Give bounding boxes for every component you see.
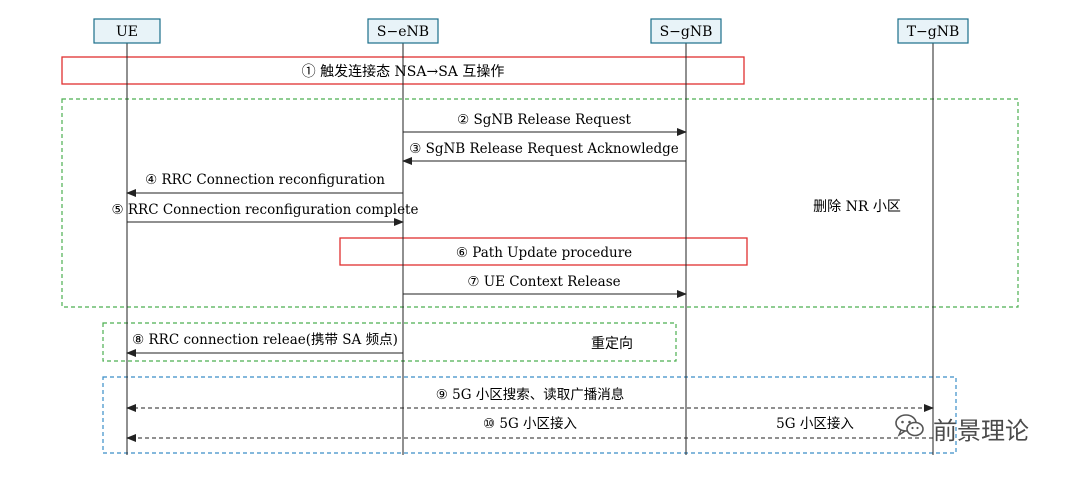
nr-release-group-box <box>61 98 1019 308</box>
redirect-label: 重定向 <box>591 336 633 352</box>
redirect-group-box <box>102 322 677 362</box>
step8-label: ⑧ RRC connection releae(携带 SA 频点) <box>132 332 398 348</box>
entity-s-gnb-label: S−gNB <box>660 24 713 40</box>
entity-t-gnb-label: T−gNB <box>907 24 960 40</box>
step6-box <box>339 237 748 266</box>
step5-label: ⑤ RRC Connection reconfiguration complet… <box>112 202 419 218</box>
step1-label: ① 触发连接态 NSA→SA 互操作 <box>302 63 505 80</box>
step7-label: ⑦ UE Context Release <box>467 274 620 290</box>
step9-label: ⑨ 5G 小区搜索、读取广播消息 <box>436 386 625 403</box>
step10-right-label: 5G 小区接入 <box>776 415 854 432</box>
step10-label: ⑩ 5G 小区接入 <box>483 415 578 432</box>
entity-s-gnb: S−gNB <box>650 18 722 44</box>
step6-label: ⑥ Path Update procedure <box>456 245 632 261</box>
entity-s-enb: S−eNB <box>367 18 439 44</box>
delete-nr-label: 删除 NR 小区 <box>813 199 901 215</box>
entity-s-enb-label: S−eNB <box>377 24 429 40</box>
wechat-icon <box>895 413 925 444</box>
entity-t-gnb: T−gNB <box>897 18 969 44</box>
entity-ue: UE <box>93 18 161 44</box>
step3-label: ③ SgNB Release Request Acknowledge <box>409 141 679 157</box>
watermark-text: 前景理论 <box>933 416 1029 445</box>
watermark: 前景理论 <box>895 408 1055 448</box>
entity-ue-label: UE <box>116 24 138 40</box>
step4-label: ④ RRC Connection reconfiguration <box>145 172 385 188</box>
sa-access-group-box <box>102 376 957 454</box>
step2-label: ② SgNB Release Request <box>457 112 631 128</box>
